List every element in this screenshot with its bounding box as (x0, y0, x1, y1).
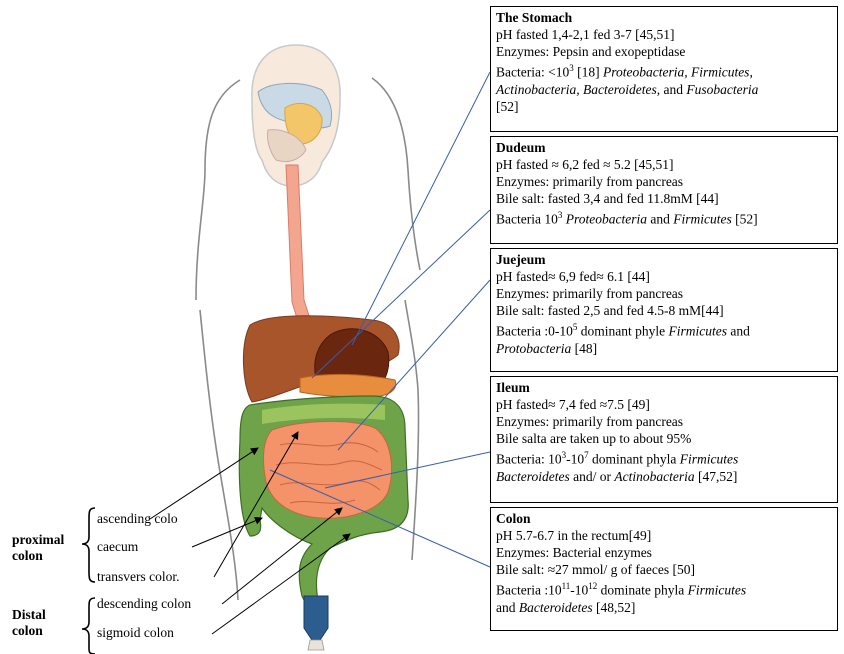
duodenum-ph: pH fasted ≈ 6,2 fed ≈ 5.2 [45,51] (496, 156, 832, 173)
colon-ph: pH 5.7-6.7 in the rectum[49] (496, 527, 832, 544)
stomach-enzymes: Enzymes: Pepsin and exopeptidase (496, 43, 832, 60)
duodenum-info-box: Dudeum pH fasted ≈ 6,2 fed ≈ 5.2 [45,51]… (490, 136, 838, 244)
ileum-bile: Bile salta are taken up to about 95% (496, 430, 832, 447)
stomach-bacteria-ref: [52] (496, 98, 832, 115)
ileum-title: Ileum (496, 379, 832, 396)
group-proximal-colon: proximal colon (12, 532, 64, 564)
colon-bacteria-line1: Bacteria :1011-1012 dominate phyla Firmi… (496, 578, 832, 599)
stomach-ph: pH fasted 1,4-2,1 fed 3-7 [45,51] (496, 26, 832, 43)
stomach-info-box: The Stomach pH fasted 1,4-2,1 fed 3-7 [4… (490, 6, 838, 132)
label-transverse-colon: transvers color. (97, 569, 179, 585)
group-proximal-colon-word: colon (12, 548, 64, 564)
jejunum-bacteria-line1: Bacteria :0-105 dominant phyle Firmicute… (496, 319, 832, 340)
jejunum-ph: pH fasted≈ 6,9 fed≈ 6.1 [44] (496, 268, 832, 285)
jejunum-enzymes: Enzymes: primarily from pancreas (496, 285, 832, 302)
jejunum-bile: Bile salt: fasted 2,5 and fed 4.5-8 mM[4… (496, 302, 832, 319)
duodenum-title: Dudeum (496, 139, 832, 156)
group-distal-colon-word: colon (12, 623, 46, 639)
label-caecum: caecum (97, 539, 138, 555)
label-ascending-colon: ascending colo (97, 511, 178, 527)
group-distal-word: Distal (12, 607, 46, 623)
ileum-enzymes: Enzymes: primarily from pancreas (496, 413, 832, 430)
ileum-bacteria-line2: Bacteroidetes and/ or Actinobacteria [47… (496, 468, 832, 485)
pancreas (300, 374, 396, 396)
stomach-bacteria-line1: Bacteria: <103 [18] Proteobacteria, Firm… (496, 60, 832, 81)
small-intestine (264, 421, 392, 518)
group-proximal-word: proximal (12, 532, 64, 548)
stomach-title: The Stomach (496, 9, 832, 26)
group-distal-colon: Distal colon (12, 607, 46, 639)
colon-info-box: Colon pH 5.7-6.7 in the rectum[49] Enzym… (490, 507, 838, 631)
duodenum-bile: Bile salt: fasted 3,4 and fed 11.8mM [44… (496, 190, 832, 207)
group-braces (82, 508, 95, 654)
label-descending-colon: descending colon (97, 596, 191, 612)
anus (308, 640, 324, 650)
ileum-bacteria-line1: Bacteria: 103-107 dominant phyla Firmicu… (496, 447, 832, 468)
jejunum-bacteria-line2: Protobacteria [48] (496, 340, 832, 357)
rectum (304, 596, 328, 640)
colon-title: Colon (496, 510, 832, 527)
colon-bile: Bile salt: ≈27 mmol/ g of faeces [50] (496, 561, 832, 578)
ileum-ph: pH fasted≈ 7,4 fed ≈7.5 [49] (496, 396, 832, 413)
duodenum-enzymes: Enzymes: primarily from pancreas (496, 173, 832, 190)
ileum-info-box: Ileum pH fasted≈ 7,4 fed ≈7.5 [49] Enzym… (490, 376, 838, 503)
jejunum-title: Juejeum (496, 251, 832, 268)
colon-enzymes: Enzymes: Bacterial enzymes (496, 544, 832, 561)
duodenum-bacteria: Bacteria 103 Proteobacteria and Firmicut… (496, 207, 832, 228)
label-sigmoid-colon: sigmoid colon (97, 625, 174, 641)
jejunum-info-box: Juejeum pH fasted≈ 6,9 fed≈ 6.1 [44] Enz… (490, 248, 838, 372)
stomach-bacteria-line2: Actinobacteria, Bacteroidetes, and Fusob… (496, 81, 832, 98)
colon-bacteria-line2: and Bacteroidetes [48,52] (496, 599, 832, 616)
